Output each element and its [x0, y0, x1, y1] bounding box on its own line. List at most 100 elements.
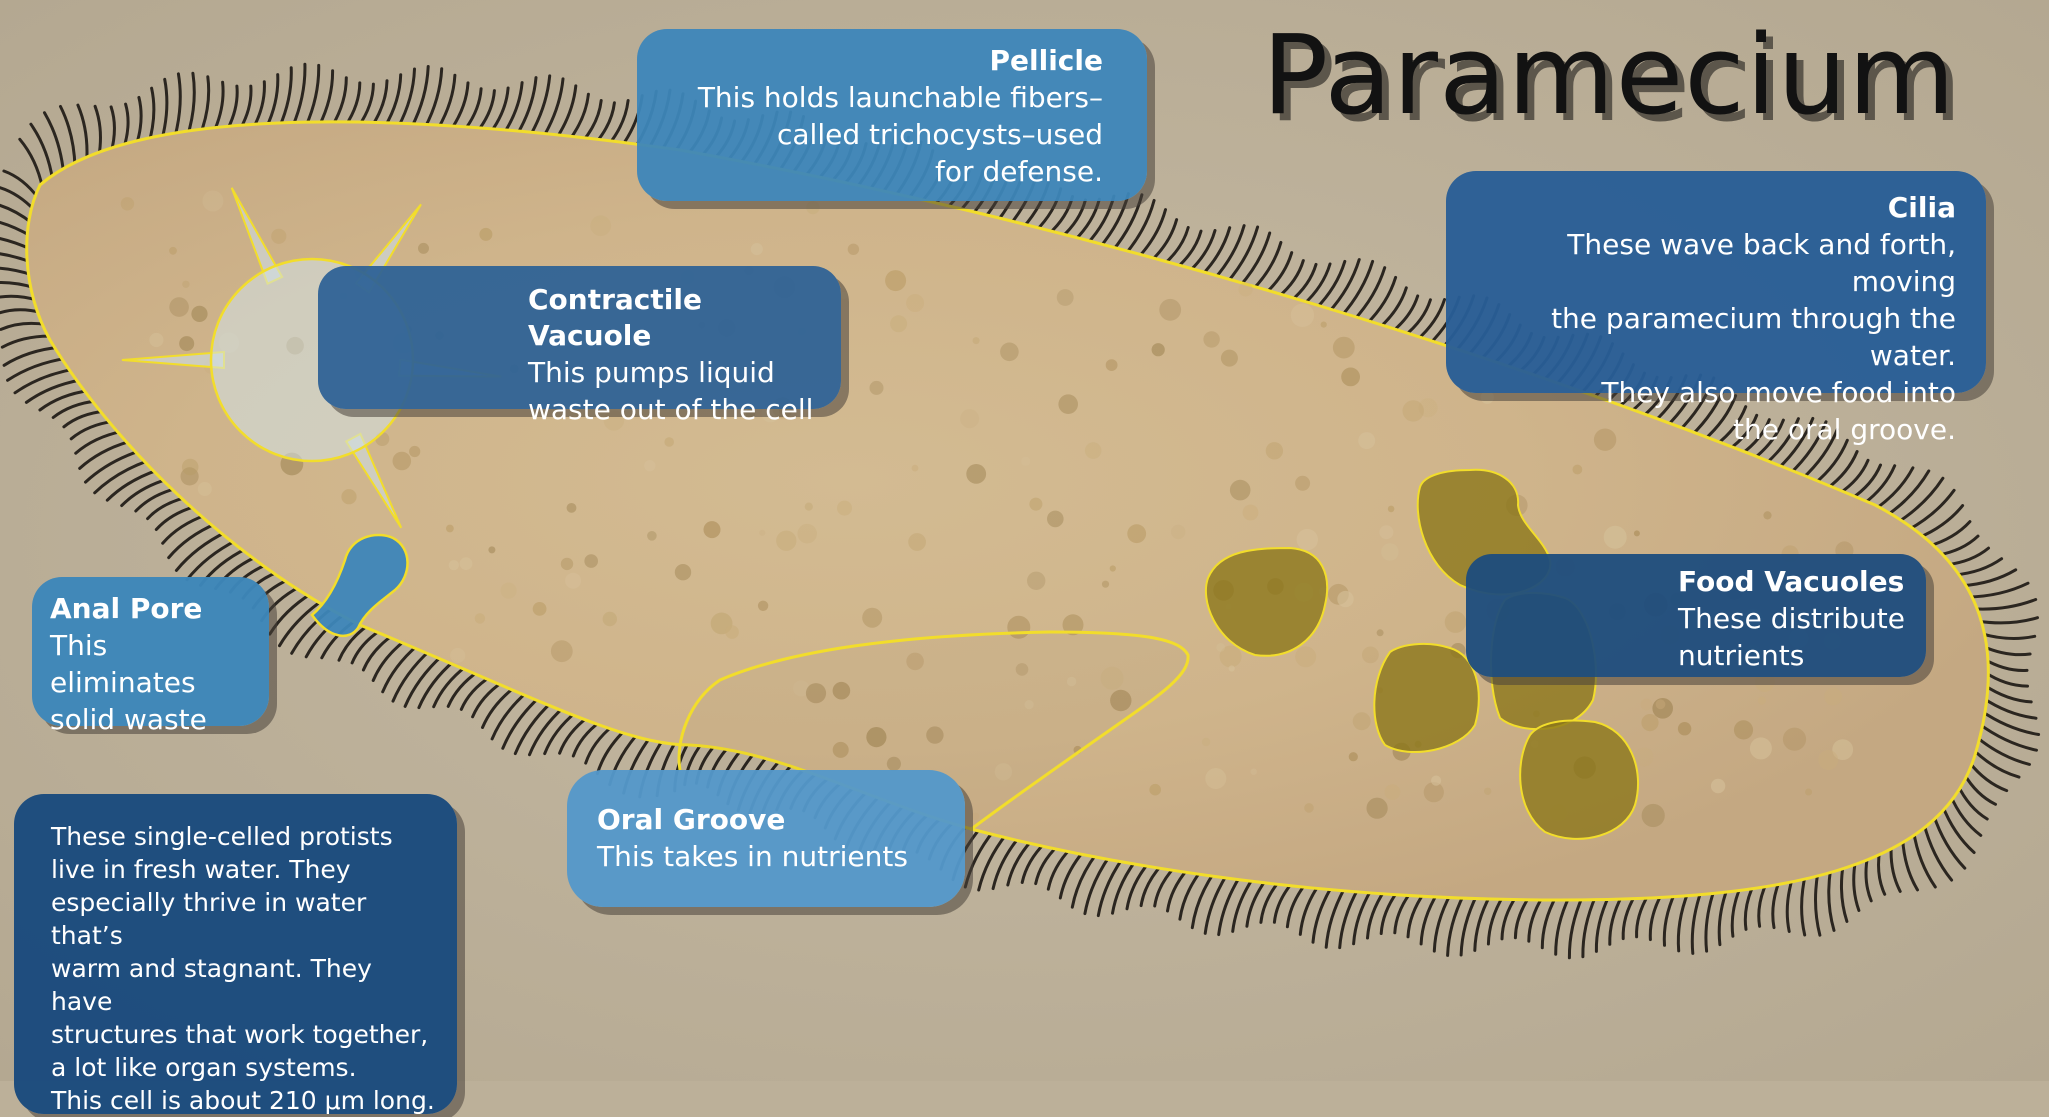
callout-heading: Oral Groove	[597, 803, 786, 836]
cilium	[1225, 225, 1260, 285]
granule	[1250, 768, 1257, 775]
granule	[1101, 580, 1110, 588]
cilium	[1446, 892, 1466, 957]
granule	[603, 410, 625, 431]
granule	[1020, 456, 1031, 466]
granule	[459, 557, 473, 570]
granule	[759, 529, 766, 536]
granule	[1220, 349, 1238, 367]
granule	[837, 500, 852, 516]
granule	[1027, 571, 1046, 590]
granule	[664, 437, 674, 447]
granule	[972, 337, 980, 345]
callout-heading: Pellicle	[989, 44, 1104, 77]
cilium	[43, 111, 66, 175]
cilium	[13, 367, 76, 395]
granule	[1084, 442, 1102, 459]
granule	[776, 530, 797, 551]
granule	[169, 297, 189, 317]
granule	[797, 523, 817, 544]
cilium	[1110, 193, 1144, 253]
cilium	[1567, 894, 1585, 960]
cilium	[1895, 476, 1945, 525]
granule	[1381, 543, 1399, 561]
granule	[1832, 739, 1854, 760]
granule	[1151, 343, 1165, 357]
food-vacuole	[1204, 546, 1329, 657]
granule	[1366, 797, 1388, 819]
granule	[1431, 775, 1442, 786]
granule	[911, 464, 919, 472]
granule	[560, 557, 574, 571]
granule	[448, 560, 459, 571]
granule	[1205, 768, 1227, 789]
cilium	[1203, 872, 1229, 935]
granule	[500, 582, 517, 599]
granule	[750, 243, 763, 256]
granule	[906, 294, 925, 312]
callout-contractile-vacuole: Contractile Vacuole This pumps liquid wa…	[318, 266, 841, 426]
granule	[1029, 497, 1043, 511]
granule	[1763, 511, 1772, 520]
granule	[1348, 752, 1358, 762]
granule	[1320, 321, 1327, 328]
granule	[1782, 727, 1807, 751]
granule	[1757, 696, 1766, 705]
granule	[1480, 390, 1494, 404]
cilium	[173, 72, 182, 139]
cilium	[185, 538, 238, 582]
granule	[169, 246, 177, 255]
granule	[602, 611, 617, 627]
granule	[1387, 505, 1395, 513]
cilium	[1971, 598, 2038, 611]
granule	[703, 521, 721, 539]
granule	[960, 409, 980, 429]
granule	[1603, 525, 1627, 549]
granule	[565, 572, 582, 589]
callout-text: These wave back and forth, moving the pa…	[1551, 228, 1956, 446]
granule	[1484, 787, 1492, 795]
granule	[1444, 611, 1467, 633]
callout-heading: Cilia	[1887, 191, 1956, 224]
granule	[804, 502, 813, 511]
granule	[886, 756, 902, 771]
callout-pellicle: Pellicle This holds launchable fibers– c…	[637, 29, 1147, 201]
granule	[1352, 712, 1371, 731]
granule	[906, 652, 924, 671]
cilium	[1977, 722, 2038, 752]
granule	[1402, 400, 1424, 422]
granule	[1652, 698, 1673, 719]
cilium	[1339, 259, 1375, 318]
granule	[271, 228, 287, 244]
granule	[805, 683, 827, 704]
granule	[840, 291, 848, 299]
granule	[1641, 803, 1665, 828]
granule	[862, 607, 883, 628]
granule	[1105, 359, 1118, 371]
granule	[1341, 367, 1360, 387]
granule	[1127, 524, 1147, 544]
granule	[450, 647, 466, 664]
granule	[1228, 665, 1235, 672]
callout-text: This pumps liquid waste out of the cell	[528, 356, 814, 426]
granule	[1058, 394, 1078, 415]
cilium	[1788, 420, 1828, 476]
granule	[1062, 614, 1084, 636]
granule	[926, 726, 944, 744]
granule	[1824, 687, 1843, 706]
granule	[994, 763, 1013, 781]
granule	[1376, 629, 1384, 637]
granule	[1634, 747, 1654, 767]
granule	[847, 243, 860, 255]
granule	[1047, 510, 1064, 528]
granule	[1110, 689, 1132, 712]
granule	[1362, 646, 1379, 664]
granule	[181, 458, 199, 476]
granule	[1805, 788, 1813, 796]
granule	[1295, 646, 1317, 668]
granule	[418, 242, 429, 254]
granule	[647, 531, 657, 541]
granule	[1572, 464, 1583, 475]
granule	[1201, 737, 1211, 747]
